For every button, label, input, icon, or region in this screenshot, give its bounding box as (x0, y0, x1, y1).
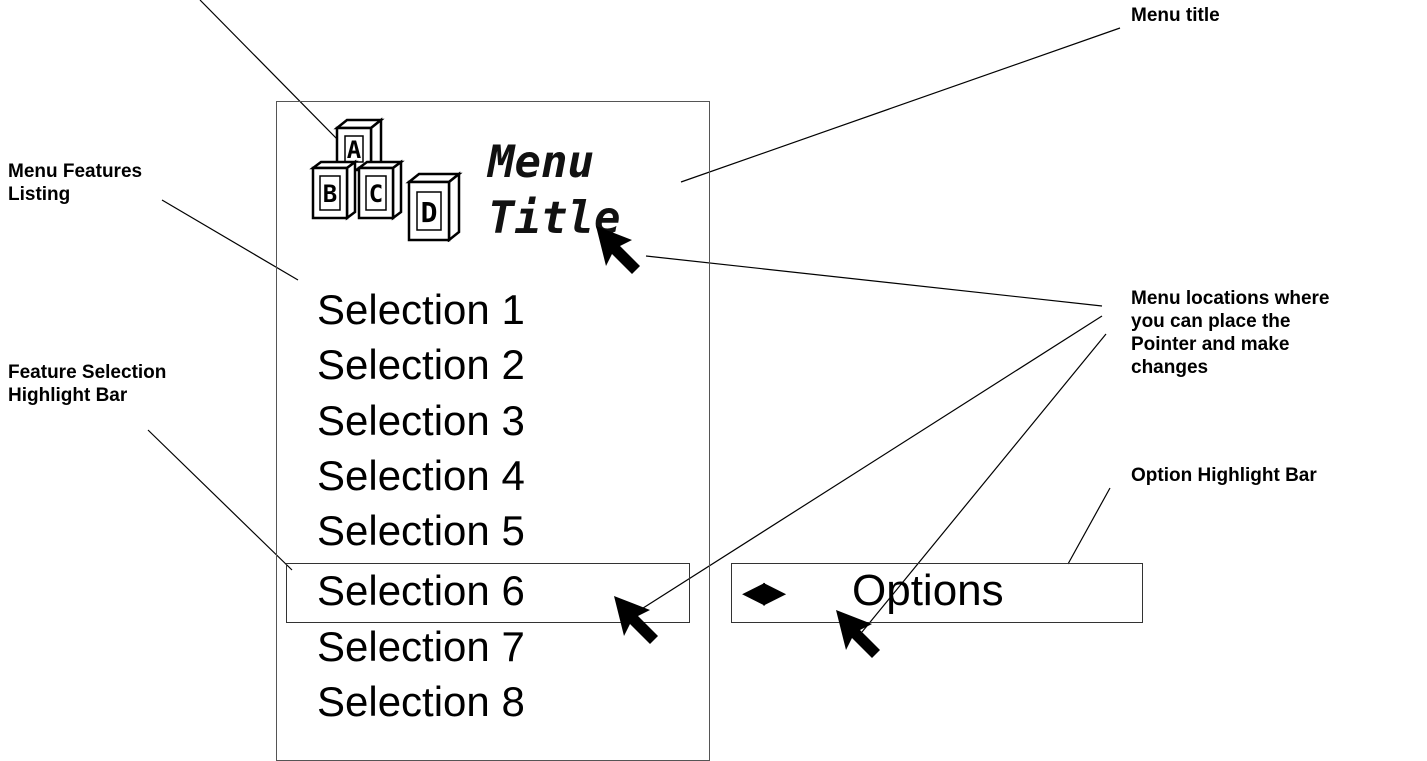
callout-menu-features-line2: Listing (8, 184, 71, 205)
callout-pointer-locations-line1: Menu locations where (1131, 288, 1330, 309)
callout-pointer-locations-line2: you can place the (1131, 311, 1291, 332)
leader-highlight-bar (147, 429, 293, 571)
callout-menu-features-line1: Menu Features (8, 161, 143, 182)
leader-menu-title (680, 27, 1121, 183)
leader-option-bar (1067, 487, 1111, 565)
callout-menu-features: Menu Features Listing (8, 160, 142, 206)
callout-pointer-locations-line3: Pointer and make (1131, 334, 1290, 355)
menu-selection[interactable]: Selection 3 (317, 397, 525, 444)
pointer-arrow-icon (596, 226, 640, 274)
callout-feature-highlight: Feature Selection Highlight Bar (8, 361, 166, 407)
callout-feature-highlight-line2: Highlight Bar (8, 385, 128, 406)
leader-pointer-options (861, 333, 1107, 633)
block-c-letter: C (369, 180, 383, 208)
menu-selection[interactable]: Selection 5 (317, 507, 525, 554)
menu-selection[interactable]: Selection 8 (317, 678, 525, 725)
callout-pointer-locations-line4: changes (1131, 357, 1209, 378)
callout-feature-highlight-line1: Feature Selection (8, 362, 167, 383)
menu-selection[interactable]: Selection 7 (317, 623, 525, 670)
menu-selection[interactable]: Selection 1 (317, 286, 525, 333)
leader-logo (199, 0, 339, 141)
block-b-letter: B (323, 180, 337, 208)
pointer-arrow-icon (836, 610, 880, 658)
callout-menu-title: Menu title (1131, 5, 1220, 26)
left-right-arrows-icon[interactable]: ◀▶ (742, 575, 786, 610)
menu-title-line1: Menu (488, 137, 594, 188)
callout-option-highlight: Option Highlight Bar (1131, 465, 1317, 486)
block-a-letter: A (347, 136, 362, 164)
leader-pointer-selection (639, 315, 1103, 611)
pointer-arrow-icon (614, 596, 658, 644)
leader-pointer-title (645, 255, 1103, 307)
menu-selection[interactable]: Selection 2 (317, 341, 525, 388)
menu-selection[interactable]: Selection 4 (317, 452, 525, 499)
callout-pointer-locations: Menu locations where you can place the P… (1131, 287, 1329, 379)
option-highlight-bar[interactable] (731, 563, 1143, 623)
abc-blocks-icon: A B C D (309, 117, 463, 242)
leader-features (161, 199, 299, 281)
feature-selection-highlight-bar[interactable] (286, 563, 690, 623)
options-label: Options (852, 566, 1004, 615)
block-d-letter: D (421, 196, 438, 229)
menu-selection-highlighted[interactable]: Selection 6 (317, 567, 525, 614)
